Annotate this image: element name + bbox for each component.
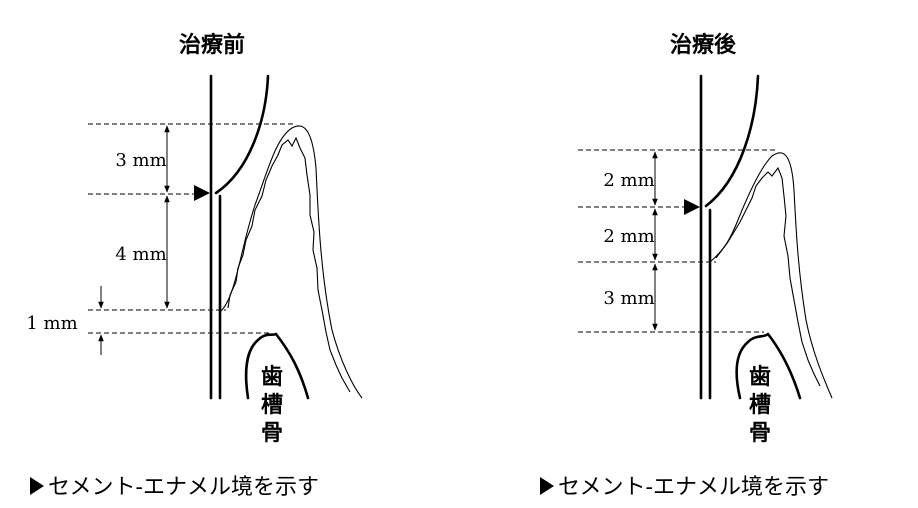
gingiva-inner-line	[227, 136, 351, 393]
caption-marker-icon	[540, 477, 554, 495]
cej-marker-icon	[684, 199, 700, 215]
measurement-label-3: 3 mm	[603, 288, 654, 309]
gingiva-outline	[219, 125, 363, 399]
gingiva-outline	[709, 152, 833, 399]
panel-before-caption: セメント-エナメル境を示す	[48, 475, 319, 500]
panel-after-caption: セメント-エナメル境を示す	[558, 475, 829, 500]
cej-marker-icon	[194, 185, 210, 201]
enamel-crown-line	[704, 74, 760, 208]
bone-label-char-3: 骨	[261, 421, 283, 446]
panel-before: 治療前 3 mm 4 mm 1 mm 歯 槽 骨 セメ	[26, 32, 363, 500]
panel-before-title: 治療前	[179, 32, 245, 58]
measurement-label-1: 2 mm	[603, 170, 654, 191]
measurement-label-2: 4 mm	[115, 244, 166, 265]
alveolar-bone-crest	[735, 332, 802, 400]
alveolar-bone-crest	[244, 332, 310, 400]
bone-label-char-2: 槽	[749, 393, 771, 418]
bone-label-char-1: 歯	[261, 364, 283, 390]
bone-label-char-3: 骨	[749, 421, 771, 446]
measurement-label-1: 3 mm	[115, 150, 166, 171]
panel-after: 治療後 2 mm 2 mm 3 mm 歯 槽 骨 セメント-エナ	[540, 32, 833, 500]
measurement-label-2: 2 mm	[603, 226, 654, 247]
bone-label-char-2: 槽	[261, 393, 283, 418]
caption-marker-icon	[30, 477, 44, 495]
gingiva-inner-line	[715, 166, 821, 387]
bone-label-char-1: 歯	[749, 364, 771, 390]
measurement-label-3: 1 mm	[26, 313, 77, 334]
enamel-crown-line	[214, 74, 270, 195]
panel-after-title: 治療後	[670, 32, 737, 58]
